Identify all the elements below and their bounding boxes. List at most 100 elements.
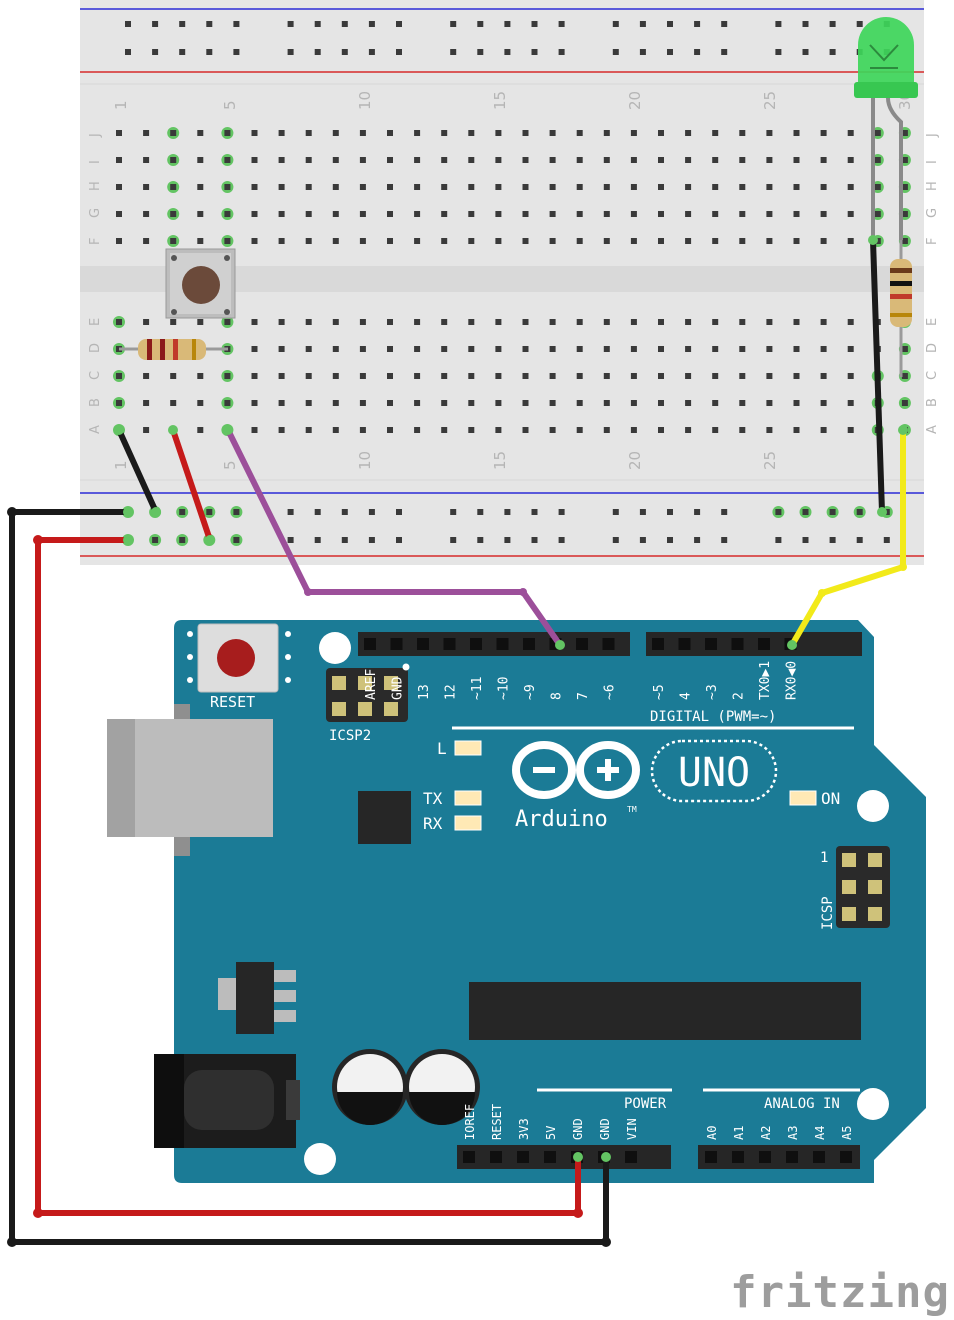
arduino-infinity-logo: [512, 741, 640, 799]
breadboard-hole: [305, 373, 312, 379]
breadboard-hole: [685, 238, 692, 244]
breadboard-hole: [387, 346, 393, 352]
resistor-pulldown: [119, 339, 228, 360]
rail-hole: [612, 537, 619, 543]
breadboard-hole: [603, 400, 610, 406]
breadboard-hole: [766, 211, 773, 217]
rail-hole: [477, 49, 484, 55]
rail-hole: [450, 49, 457, 55]
rail-hole: [721, 537, 728, 543]
breadboard-hole: [630, 238, 637, 244]
rail-hole: [531, 49, 538, 55]
breadboard-hole: [522, 319, 529, 325]
rail-hole: [639, 537, 646, 543]
breadboard-hole: [766, 130, 773, 136]
header-pin: [496, 638, 509, 650]
breadboard-hole: [170, 130, 177, 136]
row-label: E: [88, 318, 103, 326]
breadboard-hole: [874, 157, 881, 163]
rail-hole: [639, 49, 646, 55]
breadboard-hole: [143, 319, 150, 325]
rail-hole: [179, 49, 186, 55]
breadboard-hole: [766, 427, 773, 433]
row-label: J: [88, 133, 103, 138]
rail-hole: [856, 537, 863, 543]
breadboard-hole: [495, 238, 502, 244]
breadboard-hole: [630, 400, 637, 406]
breadboard-hole: [576, 427, 583, 433]
header-pin: [813, 1151, 825, 1163]
breadboard-hole: [766, 373, 773, 379]
breadboard-hole: [387, 184, 393, 190]
breadboard-hole: [197, 157, 204, 163]
led-tx-label: TX: [423, 789, 443, 808]
breadboard-hole: [522, 346, 529, 352]
rail-hole: [477, 21, 484, 27]
analog-pin-label: A4: [813, 1126, 827, 1140]
rail-hole: [694, 49, 701, 55]
breadboard-hole: [359, 319, 366, 325]
breadboard-hole: [170, 157, 177, 163]
rail-hole: [368, 509, 375, 515]
breadboard-hole: [630, 130, 637, 136]
row-label: G: [88, 208, 103, 218]
reset-button[interactable]: [187, 623, 291, 693]
breadboard-hole: [820, 373, 827, 379]
rail-hole: [206, 21, 213, 27]
breadboard-hole: [603, 184, 610, 190]
breadboard-hole: [549, 130, 556, 136]
uno-label: UNO: [678, 750, 750, 796]
col-label: 1: [112, 100, 130, 110]
breadboard-hole: [712, 157, 719, 163]
breadboard-hole: [793, 238, 800, 244]
analog-pin-label: A1: [732, 1126, 746, 1140]
row-label: E: [925, 318, 940, 326]
header-pin: [517, 1151, 529, 1163]
rail-hole: [829, 49, 836, 55]
breadboard-hole: [793, 400, 800, 406]
breadboard-hole: [685, 427, 692, 433]
mounting-hole: [319, 632, 351, 664]
breadboard-hole: [495, 346, 502, 352]
breadboard-hole: [576, 130, 583, 136]
breadboard-hole: [468, 400, 475, 406]
breadboard-hole: [359, 427, 366, 433]
wire-endpoints: [7, 235, 908, 1247]
rail-hole: [233, 21, 240, 27]
col-label: 25: [761, 91, 779, 110]
power-pin-label: VIN: [625, 1118, 639, 1140]
pushbutton[interactable]: [165, 248, 236, 319]
breadboard-hole: [441, 319, 448, 325]
breadboard-hole: [576, 400, 583, 406]
rail-hole: [721, 49, 728, 55]
header-pin: [490, 1151, 502, 1163]
digital-pin-label: ~9: [523, 684, 538, 700]
rail-hole: [152, 49, 159, 55]
col-label: 15: [491, 91, 509, 110]
breadboard-hole: [305, 427, 312, 433]
breadboard-hole: [658, 157, 664, 163]
rail-hole: [233, 49, 240, 55]
breadboard-hole: [414, 211, 421, 217]
rail-hole: [396, 49, 402, 55]
breadboard-hole: [468, 238, 475, 244]
breadboard-hole: [630, 346, 637, 352]
led-l: [454, 740, 482, 756]
rail-hole: [125, 21, 131, 27]
breadboard-hole: [332, 157, 339, 163]
header-pin: [523, 638, 535, 650]
power-pin-label: GND: [571, 1118, 585, 1140]
digital-pin-label: 12: [444, 684, 459, 700]
breadboard-hole: [901, 130, 908, 136]
breadboard-hole: [359, 346, 366, 352]
breadboard-hole: [793, 319, 800, 325]
rail-hole: [721, 21, 728, 27]
breadboard-hole: [441, 400, 448, 406]
digital-pin-label: ~10: [497, 677, 512, 700]
breadboard-hole: [251, 130, 258, 136]
rail-hole: [396, 509, 402, 515]
breadboard-hole: [522, 373, 529, 379]
breadboard-hole: [224, 373, 231, 379]
breadboard-hole: [658, 400, 664, 406]
